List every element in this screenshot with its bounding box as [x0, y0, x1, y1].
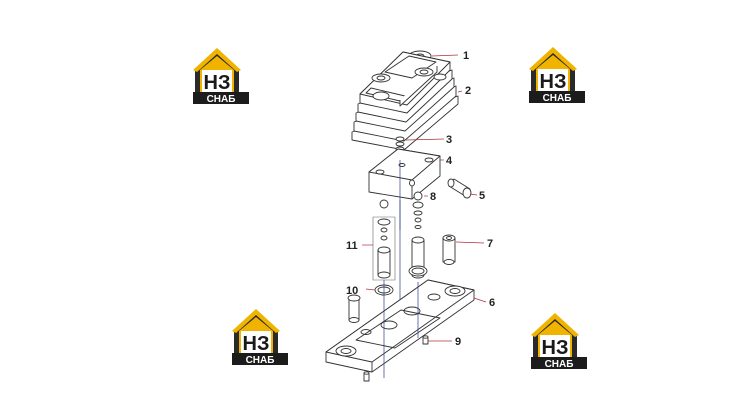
- part-4-valve-body: [368, 148, 441, 200]
- watermark-logo-bottom-left: НЗ СНАБ: [232, 309, 288, 366]
- watermark-logo-top-right: НЗ СНАБ: [529, 47, 585, 104]
- callout-10: 10: [346, 285, 358, 297]
- callout-3: 3: [446, 134, 452, 146]
- callout-8: 8: [430, 191, 436, 203]
- callout-4: 4: [446, 155, 453, 167]
- alignment-lines: [383, 160, 419, 378]
- callout-2: 2: [465, 85, 471, 97]
- part-8-seal-stack: [412, 191, 424, 229]
- logo-brand-text: СНАБ: [543, 93, 572, 104]
- callout-7: 7: [487, 238, 493, 250]
- logo-mark-text: НЗ: [542, 337, 569, 359]
- logo-mark-text: НЗ: [204, 72, 231, 94]
- part-9-pin-front: [422, 335, 429, 345]
- callout-11: 11: [346, 240, 358, 252]
- watermark-logo-bottom-right: НЗ СНАБ: [531, 313, 587, 370]
- watermark-logo-top-left: НЗ СНАБ: [193, 48, 249, 105]
- logo-mark-text: НЗ: [540, 71, 567, 93]
- part-7-cap-screw-right: [442, 234, 456, 265]
- part-2-cover-block: [351, 51, 459, 151]
- callout-6: 6: [489, 297, 495, 309]
- logo-brand-text: СНАБ: [246, 355, 275, 366]
- logo-brand-text: СНАБ: [545, 359, 574, 370]
- logo-mark-text: НЗ: [243, 333, 270, 355]
- callout-9: 9: [455, 336, 461, 348]
- part-9-pin-bottom: [363, 371, 370, 382]
- part-5-plug-pin: [447, 178, 472, 199]
- callout-5: 5: [479, 190, 485, 202]
- part-6-base-plate: [325, 279, 475, 373]
- logo-brand-text: СНАБ: [207, 94, 236, 105]
- leader-lines: [362, 54, 487, 342]
- callout-1: 1: [463, 50, 469, 62]
- part-11-spool-assembly: [372, 199, 396, 281]
- part-o-ring-right: [408, 265, 428, 277]
- callout-labels: 1 2 3 4 5 6 7 8 9 10 11: [346, 50, 495, 348]
- part-cap-screw-left: [347, 294, 361, 323]
